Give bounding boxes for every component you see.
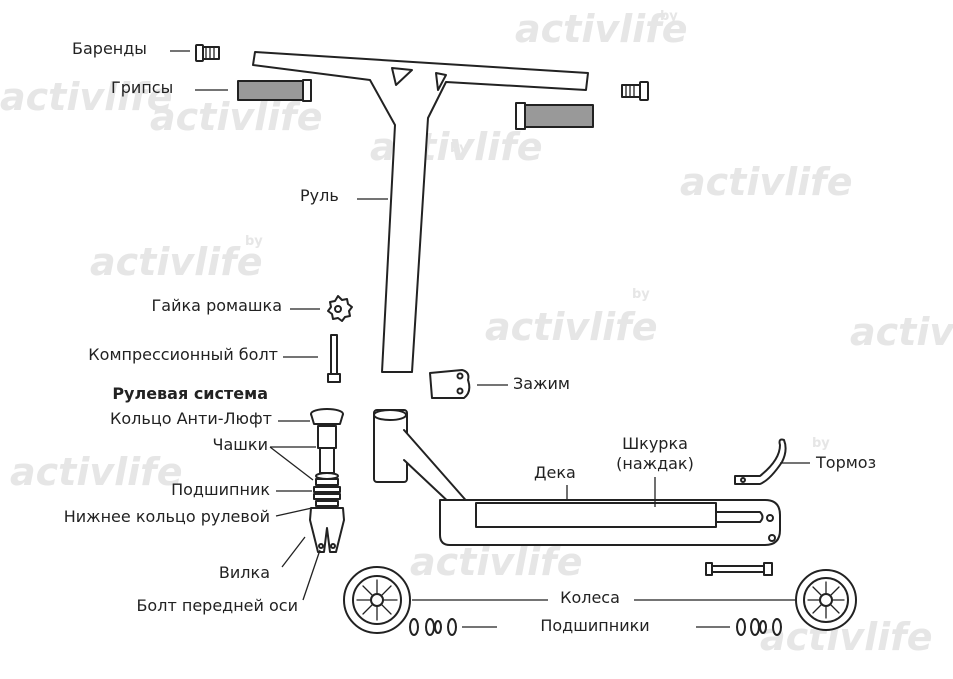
star-nut-drawing	[327, 295, 353, 322]
label-griptape-line2: (наждак)	[616, 454, 694, 473]
brake-drawing	[734, 438, 787, 485]
label-griptape-line1: Шкурка	[622, 434, 688, 453]
watermark-text: activlife	[0, 75, 172, 119]
watermark-suffix: by	[245, 234, 263, 249]
watermark-text: activlife	[680, 160, 852, 204]
leader-lines	[170, 50, 810, 628]
barend-right-drawing	[621, 81, 649, 101]
label-deck: Дека	[534, 463, 576, 482]
label-grips: Грипсы	[111, 78, 174, 97]
watermark-text: activlife	[850, 310, 953, 354]
watermark-text: activlife	[515, 7, 687, 51]
watermark-text: activlife	[150, 95, 322, 139]
label-compression-bolt: Компрессионный болт	[88, 345, 278, 364]
label-barends: Баренды	[72, 39, 147, 58]
deck-drawing	[373, 409, 781, 546]
wheel-front-drawing	[343, 566, 411, 634]
watermark-suffix: by	[812, 436, 830, 451]
watermark-suffix: by	[632, 287, 650, 302]
label-brake: Тормоз	[816, 453, 877, 472]
grip-left-drawing	[237, 79, 312, 102]
axle-bolt-drawing	[705, 562, 773, 576]
label-lower-race: Нижнее кольцо рулевой	[63, 507, 270, 526]
handlebar-drawing	[252, 51, 589, 373]
headset-drawing	[309, 408, 345, 553]
bearings-left-drawing	[409, 618, 457, 636]
barend-left-drawing	[195, 44, 220, 62]
compression-bolt-drawing	[327, 334, 341, 383]
label-bearing: Подшипник	[171, 480, 270, 499]
watermark-suffix: by	[450, 141, 468, 156]
grip-right-drawing	[515, 102, 594, 130]
label-clamp: Зажим	[513, 374, 570, 393]
watermark-text: activlife	[485, 305, 657, 349]
label-bearings: Подшипники	[540, 616, 650, 635]
wheel-rear-drawing	[795, 569, 857, 631]
label-headset-title: Рулевая система	[112, 384, 268, 403]
label-wheels: Колеса	[560, 588, 620, 607]
label-anti-loose-ring: Кольцо Анти-Люфт	[110, 409, 272, 428]
label-cups: Чашки	[212, 435, 268, 454]
label-fork: Вилка	[218, 563, 270, 582]
watermark-text: activlife	[90, 240, 262, 284]
watermark-text: activlife	[10, 450, 182, 494]
label-front-axle-bolt: Болт передней оси	[136, 596, 298, 615]
watermark-suffix: by	[660, 9, 678, 24]
watermark-layer: activlife activlife activlife activlife …	[0, 7, 953, 659]
clamp-drawing	[429, 369, 471, 399]
watermark-text: activlife	[410, 540, 582, 584]
label-handlebar: Руль	[300, 186, 339, 205]
label-star-nut: Гайка ромашка	[151, 296, 282, 315]
bearings-right-drawing	[736, 618, 782, 636]
